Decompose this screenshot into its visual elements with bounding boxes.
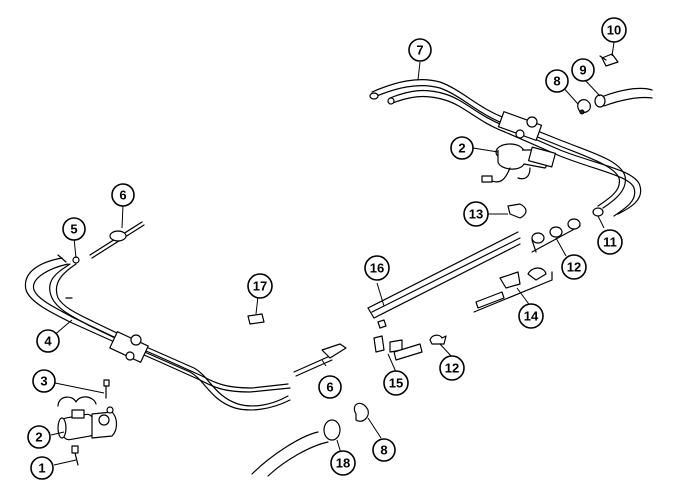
callout-8-upper: 8	[545, 69, 569, 93]
slide-12-lower	[429, 334, 447, 345]
svg-text:13: 13	[469, 207, 483, 222]
callout-3: 3	[32, 369, 56, 393]
svg-text:5: 5	[70, 222, 77, 237]
sunroof-motor-front	[57, 396, 118, 441]
svg-text:16: 16	[370, 261, 384, 276]
svg-text:3: 3	[40, 374, 47, 389]
clip-8-lower	[353, 402, 369, 422]
hose-end-11	[592, 207, 604, 217]
svg-text:1: 1	[38, 461, 45, 476]
svg-text:18: 18	[336, 456, 350, 471]
svg-text:2: 2	[458, 141, 465, 156]
callout-10: 10	[601, 17, 627, 43]
callout-15: 15	[383, 370, 409, 396]
callout-18: 18	[330, 450, 356, 476]
svg-text:2: 2	[35, 430, 42, 445]
callout-16: 16	[364, 255, 390, 281]
callout-9: 9	[571, 58, 595, 82]
clip-15	[373, 319, 423, 361]
bracket-set-12-upper	[531, 218, 581, 253]
clip-10	[599, 53, 619, 67]
callout-12-upper: 12	[561, 254, 587, 280]
drain-hose-18	[251, 419, 341, 477]
bolt-1	[71, 445, 79, 466]
callout-2-rear: 2	[450, 136, 474, 160]
svg-text:12: 12	[567, 260, 581, 275]
rear-cable-assembly	[369, 79, 642, 217]
hose-9	[594, 87, 653, 108]
svg-text:17: 17	[253, 279, 267, 294]
svg-text:7: 7	[416, 43, 423, 58]
svg-text:8: 8	[553, 74, 560, 89]
sunroof-motor-rear	[481, 143, 557, 183]
callout-8-lower: 8	[372, 438, 396, 462]
svg-text:4: 4	[44, 334, 52, 349]
callout-17: 17	[247, 273, 273, 299]
callout-5: 5	[62, 217, 86, 241]
bracket-set-14	[473, 267, 553, 313]
callout-6-upper: 6	[111, 183, 135, 207]
svg-text:10: 10	[607, 23, 621, 38]
svg-text:14: 14	[524, 309, 539, 324]
svg-text:6: 6	[119, 188, 126, 203]
leader-lines	[50, 41, 615, 466]
guide-rail-16	[367, 231, 521, 319]
callout-4: 4	[36, 329, 60, 353]
front-cable-assembly	[24, 254, 291, 411]
callout-7: 7	[408, 38, 432, 62]
clip-8-upper	[577, 99, 591, 115]
svg-text:8: 8	[380, 443, 387, 458]
callout-11: 11	[597, 229, 623, 255]
svg-text:11: 11	[603, 235, 617, 250]
callout-13: 13	[463, 201, 489, 227]
svg-text:15: 15	[389, 376, 403, 391]
callout-6-lower: 6	[318, 375, 342, 399]
bracket-13	[507, 203, 527, 219]
svg-text:9: 9	[579, 63, 586, 78]
callout-14: 14	[518, 303, 544, 329]
screw-3	[103, 379, 110, 399]
cable-guide-6-lower	[293, 343, 347, 377]
svg-text:12: 12	[445, 361, 459, 376]
plug-17	[247, 313, 265, 325]
cable-guide-6-upper	[89, 221, 145, 259]
svg-text:6: 6	[326, 380, 333, 395]
callout-2-front: 2	[27, 425, 51, 449]
callout-12-lower: 12	[439, 355, 465, 381]
callout-1: 1	[30, 456, 54, 480]
